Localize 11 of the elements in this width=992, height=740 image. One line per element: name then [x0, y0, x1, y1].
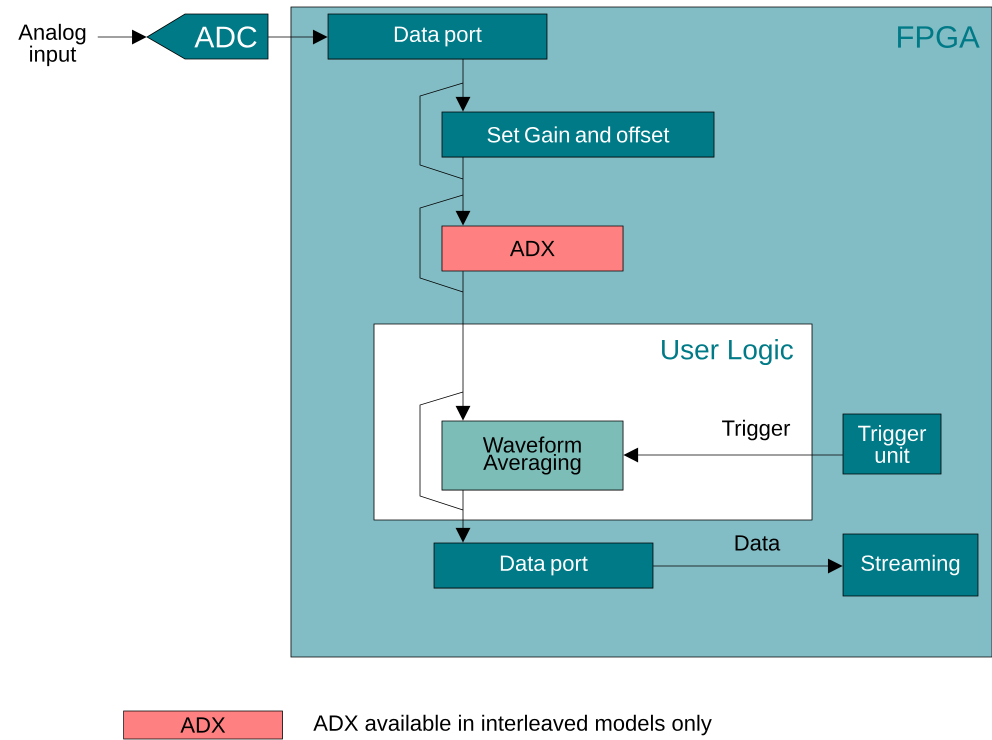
edge-label: Trigger	[722, 420, 790, 440]
block-box: Data port	[328, 14, 548, 60]
input-label: Analog input	[18, 24, 86, 66]
legend-text: ADX available in interleaved models only	[313, 714, 712, 736]
block-box: ADX	[442, 226, 624, 272]
block-box: Set Gain and offset	[442, 112, 714, 158]
block-box: Trigger unit	[842, 414, 942, 474]
block-box: Data port	[434, 542, 654, 588]
block-box: Streaming	[842, 534, 978, 596]
block-box: Waveform Averaging	[442, 420, 624, 490]
edge-label: Data	[736, 535, 780, 551]
